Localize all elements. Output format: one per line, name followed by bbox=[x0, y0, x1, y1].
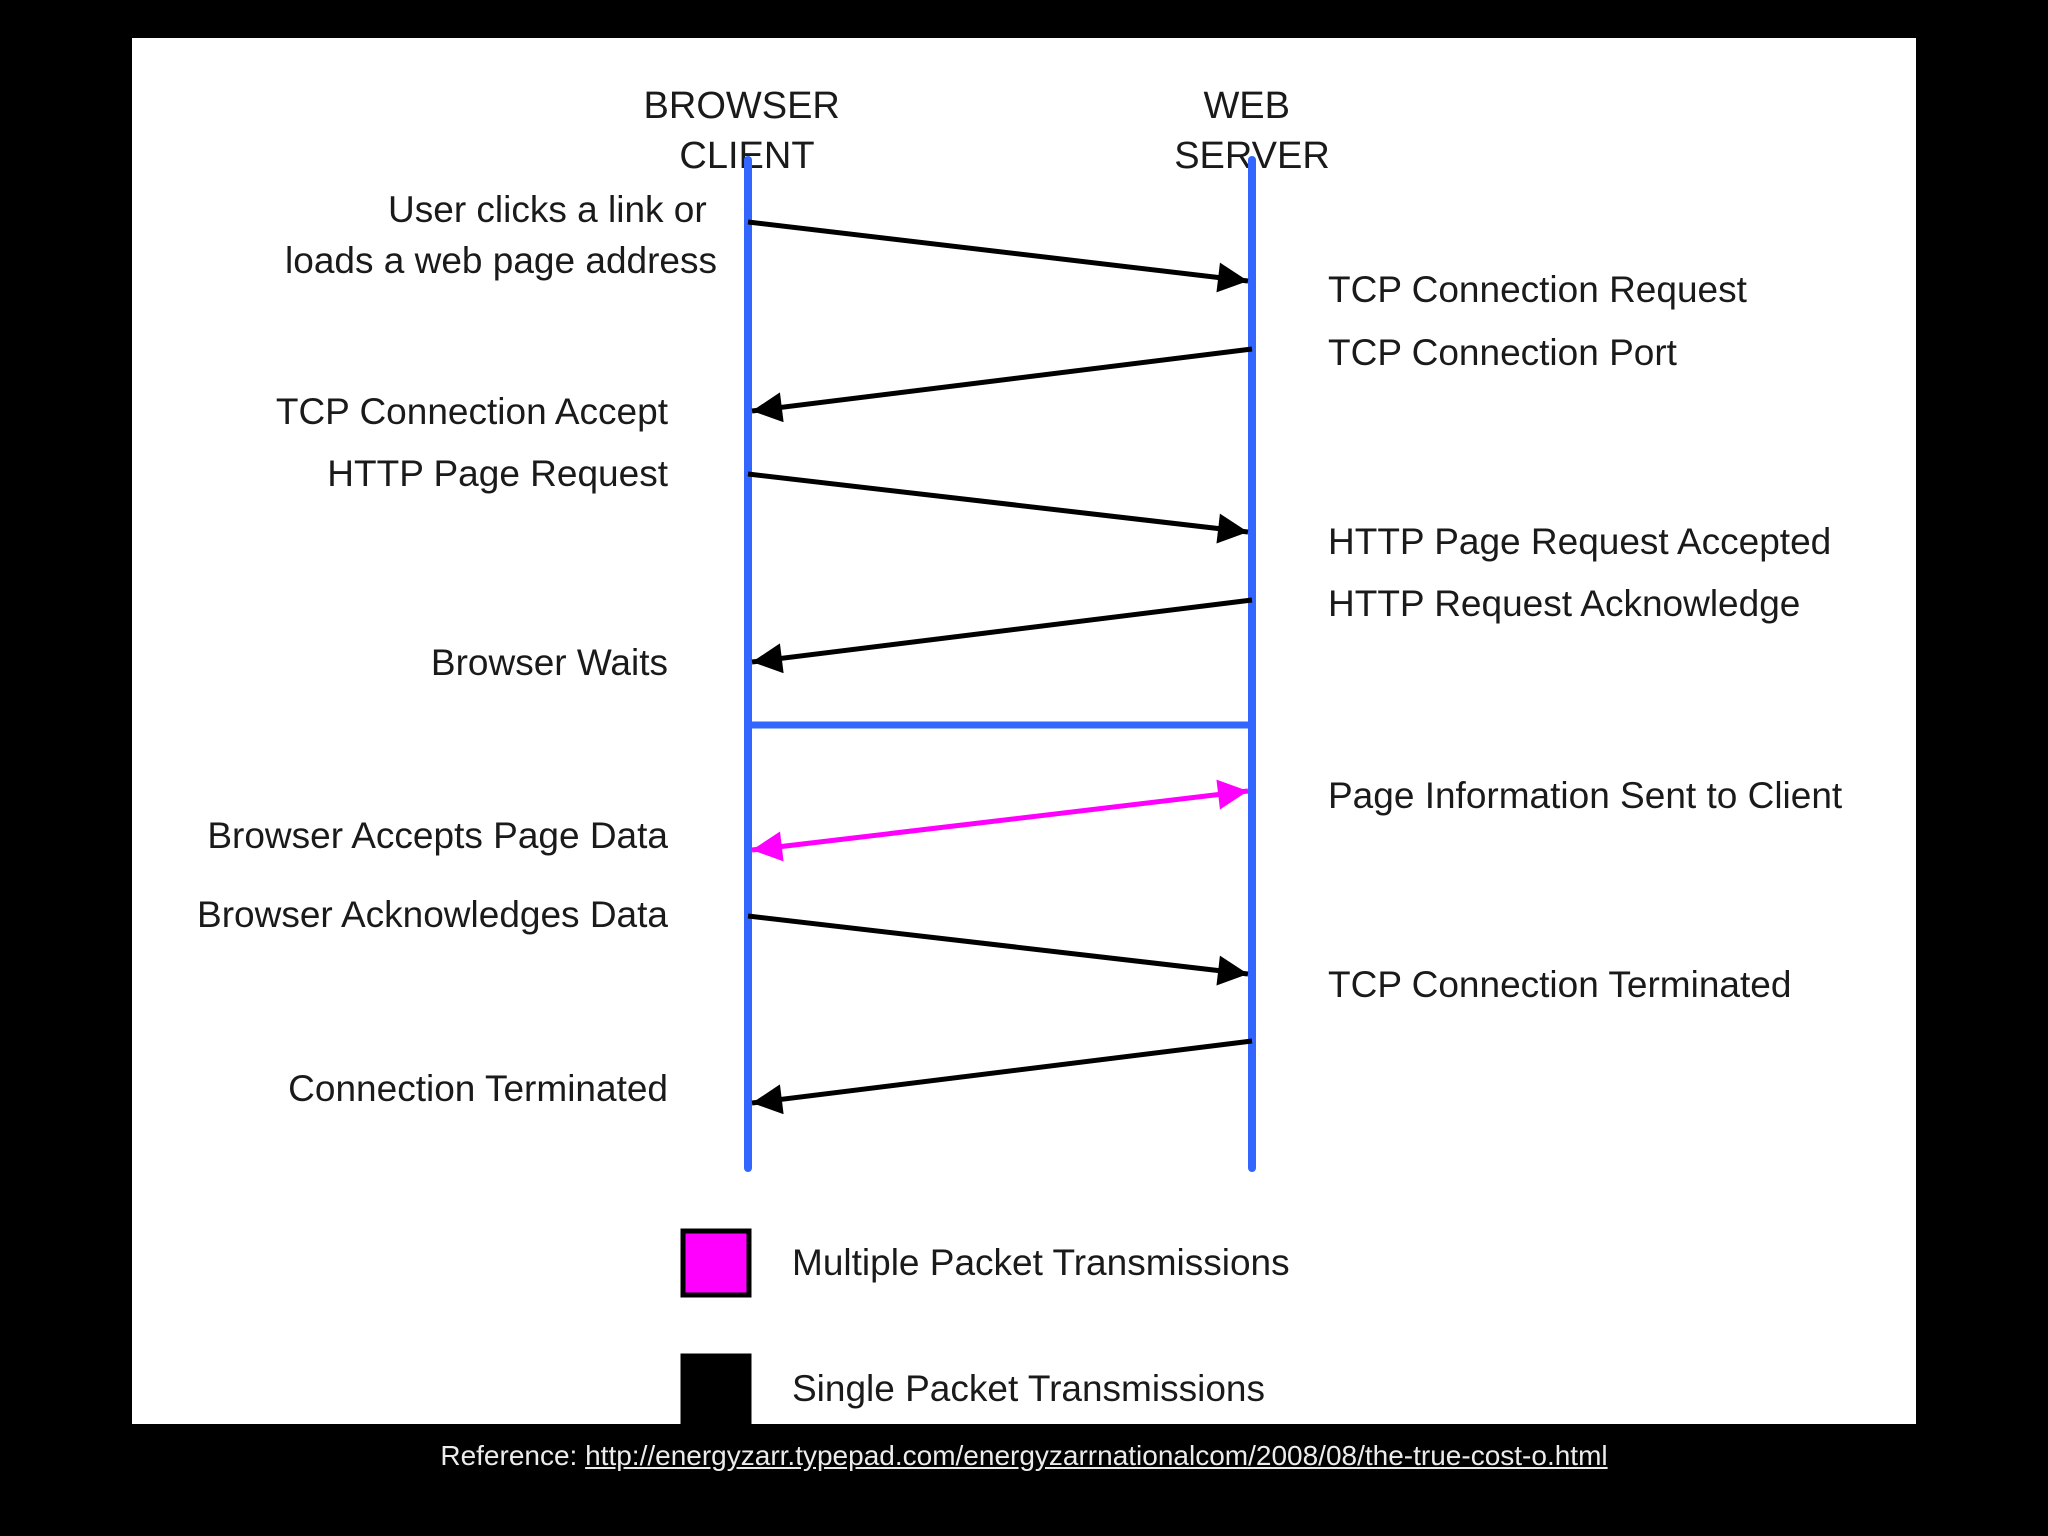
legend-swatch-single bbox=[680, 1353, 752, 1424]
server-label: Page Information Sent to Client bbox=[1328, 775, 1843, 816]
legend-label-single: Single Packet Transmissions bbox=[792, 1368, 1265, 1409]
client-label: Browser Waits bbox=[431, 642, 668, 683]
reference-prefix: Reference: bbox=[440, 1440, 586, 1471]
message-arrow bbox=[747, 471, 1249, 544]
server-label: HTTP Request Acknowledge bbox=[1328, 583, 1800, 624]
client-label: Browser Acknowledges Data bbox=[197, 894, 668, 935]
reference-caption: Reference: http://energyzarr.typepad.com… bbox=[0, 1440, 2048, 1472]
server-label: TCP Connection Request bbox=[1328, 269, 1748, 310]
server-label: HTTP Page Request Accepted bbox=[1328, 521, 1831, 562]
client-label-user-clicks: User clicks a link or loads a web page a… bbox=[285, 189, 717, 281]
server-lifeline-title: WEB SERVER bbox=[1174, 85, 1330, 177]
diagram-panel: BROWSER CLIENT WEB SERVER User clicks a … bbox=[132, 38, 1916, 1424]
reference-link[interactable]: http://energyzarr.typepad.com/energyzarr… bbox=[585, 1440, 1608, 1471]
client-label: Browser Accepts Page Data bbox=[207, 815, 668, 856]
message-arrow bbox=[751, 1038, 1253, 1115]
server-label: TCP Connection Terminated bbox=[1328, 964, 1791, 1005]
client-label-line: User clicks a link or bbox=[388, 189, 707, 230]
message-arrow bbox=[747, 219, 1249, 293]
message-arrow bbox=[747, 913, 1249, 986]
client-label-line: loads a web page address bbox=[285, 240, 717, 281]
client-label: Connection Terminated bbox=[288, 1068, 668, 1109]
client-label: HTTP Page Request bbox=[327, 453, 668, 494]
message-arrow bbox=[751, 597, 1253, 674]
message-arrow bbox=[751, 346, 1253, 423]
legend-swatch-multiple bbox=[680, 1228, 752, 1298]
legend-label-multiple: Multiple Packet Transmissions bbox=[792, 1242, 1290, 1283]
server-title-line-1: WEB bbox=[1203, 85, 1290, 127]
sequence-diagram: BROWSER CLIENT WEB SERVER User clicks a … bbox=[197, 85, 1843, 1424]
server-label: TCP Connection Port bbox=[1328, 332, 1678, 373]
client-title-line-1: BROWSER bbox=[644, 85, 840, 127]
client-label: TCP Connection Accept bbox=[276, 391, 669, 432]
client-lifeline-title: BROWSER CLIENT bbox=[644, 85, 851, 177]
message-arrow-multiple bbox=[751, 779, 1249, 862]
